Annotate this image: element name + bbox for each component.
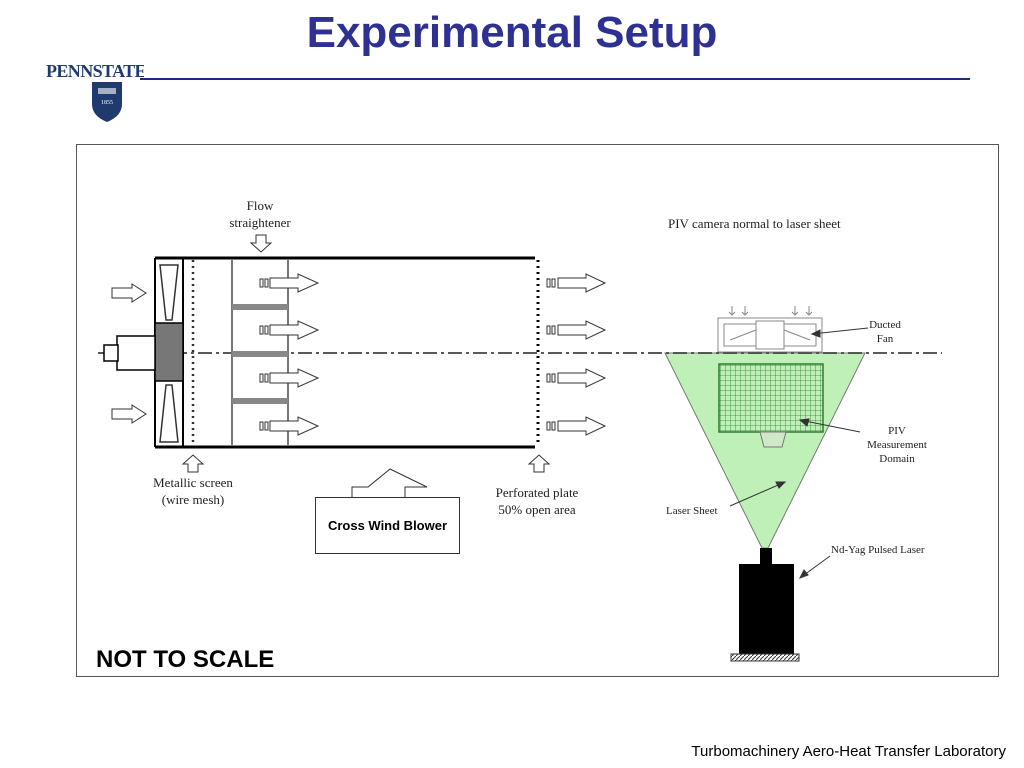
label-measurement: Measurement <box>867 439 927 451</box>
label-laser-sheet: Laser Sheet <box>666 505 718 517</box>
fan-inlet-arrows <box>728 306 813 316</box>
screen-pointer <box>181 454 205 473</box>
laser-base <box>730 653 800 662</box>
straightener-pointer <box>249 234 273 253</box>
plate-pointer <box>527 454 551 473</box>
title-rule <box>140 78 970 80</box>
label-flow: Flow <box>247 198 274 213</box>
label-domain: Domain <box>879 453 915 465</box>
label-wire-mesh: (wire mesh) <box>162 492 224 507</box>
not-to-scale-note: NOT TO SCALE <box>96 646 275 673</box>
label-fan: Fan <box>877 333 894 345</box>
fan-blades <box>159 264 179 443</box>
label-open-area: 50% open area <box>498 502 575 517</box>
label-piv-camera: PIV camera normal to laser sheet <box>668 216 841 231</box>
footer-lab-name: Turbomachinery Aero-Heat Transfer Labora… <box>691 743 1006 760</box>
laser-body <box>739 564 794 654</box>
label-straightener: straightener <box>229 215 291 230</box>
svg-text:PENNSTATE: PENNSTATE <box>46 61 144 81</box>
pennstate-logo: PENNSTATE 1855 <box>44 60 147 124</box>
ducted-fan <box>717 317 823 353</box>
cross-wind-blower: Cross Wind Blower <box>315 497 460 554</box>
flow-straightener <box>231 260 289 445</box>
outlet-arrows <box>557 273 607 436</box>
motor <box>116 335 156 371</box>
label-metallic-screen: Metallic screen <box>153 475 233 490</box>
svg-text:1855: 1855 <box>101 100 113 106</box>
fan-hub <box>154 322 184 382</box>
blower-arrow <box>351 468 428 497</box>
label-piv: PIV <box>888 425 906 437</box>
label-laser: Nd-Yag Pulsed Laser <box>831 544 925 556</box>
slide-title: Experimental Setup <box>306 8 718 57</box>
inlet-arrows <box>111 283 147 424</box>
diagram-panel <box>76 144 999 677</box>
internal-flow-arrows <box>269 273 320 436</box>
label-perforated: Perforated plate <box>496 485 579 500</box>
label-ducted: Ducted <box>869 319 901 331</box>
